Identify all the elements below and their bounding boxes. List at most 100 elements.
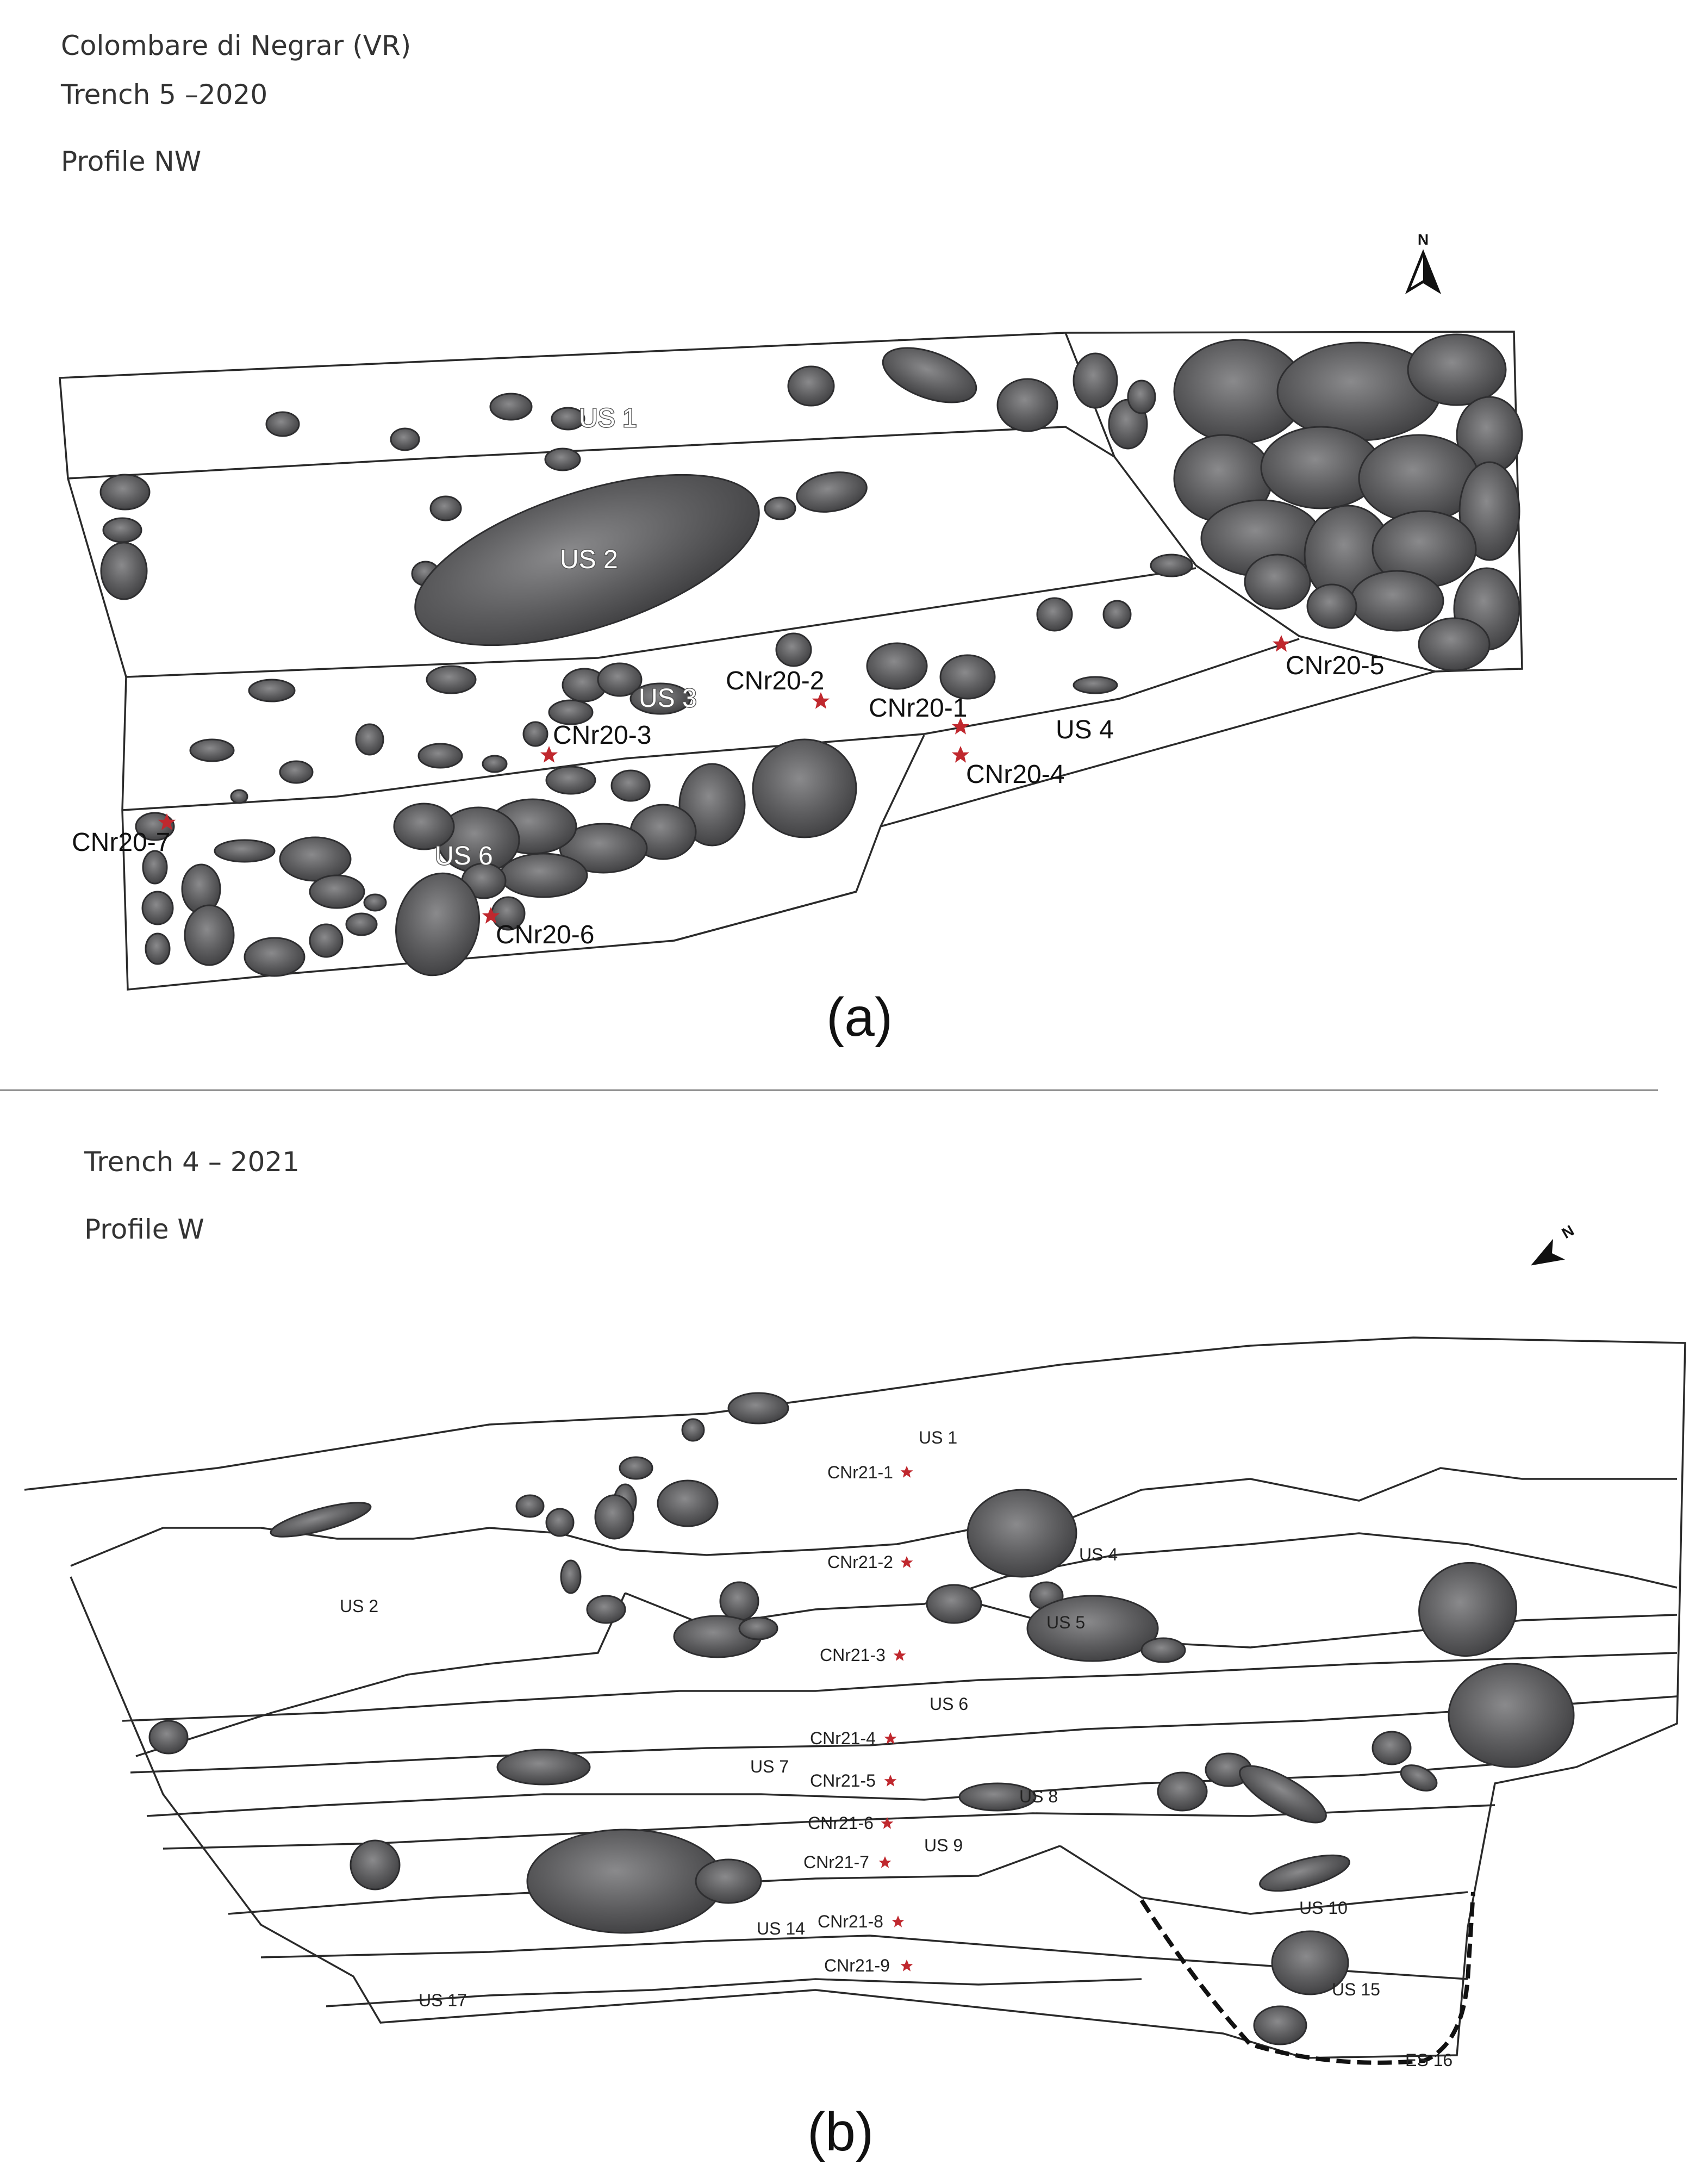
unit-label: US 5 [1046,1613,1085,1632]
stone [1140,1637,1186,1663]
boundary-us6-lower [674,891,857,942]
stone [244,937,306,977]
stone [270,1502,372,1538]
sample-label: CNr20-6 [496,921,594,949]
sample-label: CNr20-3 [553,721,651,750]
stone [597,662,643,697]
trench-title-a: Trench 5 –2020 [61,79,268,110]
stone [1458,461,1520,561]
stone [429,495,462,521]
unit-label: US 8 [1019,1787,1058,1806]
stone [1244,553,1311,610]
unit-label: US 10 [1299,1898,1348,1918]
stone [230,789,248,804]
unit-label: US 1 [579,404,637,433]
unit-label: US 4 [1056,716,1114,744]
boundary-us6 [122,1652,1678,1722]
stone [482,755,508,773]
north-arrow-icon: N [1405,231,1442,295]
stone [775,632,812,667]
stone [1239,1765,1327,1824]
unit-label: US 14 [757,1919,805,1938]
site-name: Colombare di Negrar (VR) [61,30,412,61]
stone [551,407,585,431]
stone [390,427,420,451]
stone [1253,2005,1307,2045]
sample-star [900,1466,913,1478]
stone [681,1418,705,1442]
stone [1026,1595,1159,1662]
stone [560,1559,582,1594]
unit-label: US 2 [340,1596,378,1616]
stone [796,471,868,513]
stone [996,378,1058,432]
boundary-us8 [146,1763,1495,1817]
stone [350,1839,401,1890]
stone [1306,583,1357,629]
boundary-us1-east [1064,332,1436,673]
unit-label: US 15 [1332,1980,1380,1999]
stone [309,874,365,909]
stone [214,839,276,863]
unit-label: US 2 [560,545,618,574]
stone [882,347,977,403]
stone [1127,380,1156,414]
sample-star [878,1856,892,1868]
stone [279,760,314,784]
stone [417,743,463,769]
stone [1036,597,1073,632]
stones-a [99,333,1523,977]
stone [189,738,235,762]
stone [548,699,594,725]
stone [610,769,651,802]
stone [363,893,387,912]
stone [414,474,760,646]
stone [522,721,548,747]
sample-label: CNr20-7 [72,828,170,857]
stone [594,1494,634,1540]
stone [265,411,300,437]
sample-label: CNr21-1 [827,1463,893,1482]
stone [355,723,384,756]
stone [545,766,596,795]
sample-star [892,1915,905,1927]
stone [544,447,581,471]
sample-label: CNr21-6 [808,1813,874,1833]
stone [248,679,296,702]
sample-star [900,1556,913,1568]
stone [1418,1562,1517,1657]
stone [719,1581,759,1621]
stone [657,1479,719,1527]
stone [939,654,996,700]
profile-title-b: Profile W [84,1214,204,1245]
stone [526,1829,724,1934]
stone [141,891,174,925]
stone [100,542,148,600]
unit-label: US 6 [930,1694,968,1714]
boundary-us10 [1059,1845,1468,1915]
stone [279,836,352,882]
unit-label: US 1 [919,1428,957,1447]
es16-cut [1139,1892,1475,2065]
north-arrow-label: N [1418,231,1429,248]
stone [1259,1854,1350,1892]
sample-star [1272,635,1291,652]
stone [752,738,857,838]
sample-label: CNr21-9 [824,1956,890,1975]
boundary-us2 [135,1593,626,1757]
stone [1372,1731,1412,1765]
sample-label: CNr21-4 [810,1728,876,1748]
stone [958,1782,1037,1812]
stone [99,474,151,511]
stone [1073,352,1118,409]
stone [1073,676,1118,694]
panel-b-drawing: N [24,1222,1686,2162]
stone [866,642,928,690]
stone [393,803,455,850]
panel-tag-a: (a) [826,987,893,1048]
panel-a-drawing: N [59,231,1523,1048]
stone [1400,1764,1438,1792]
sample-label: CNr21-5 [810,1771,876,1790]
stone [142,850,168,885]
boundary-us4 [625,1532,1678,1627]
